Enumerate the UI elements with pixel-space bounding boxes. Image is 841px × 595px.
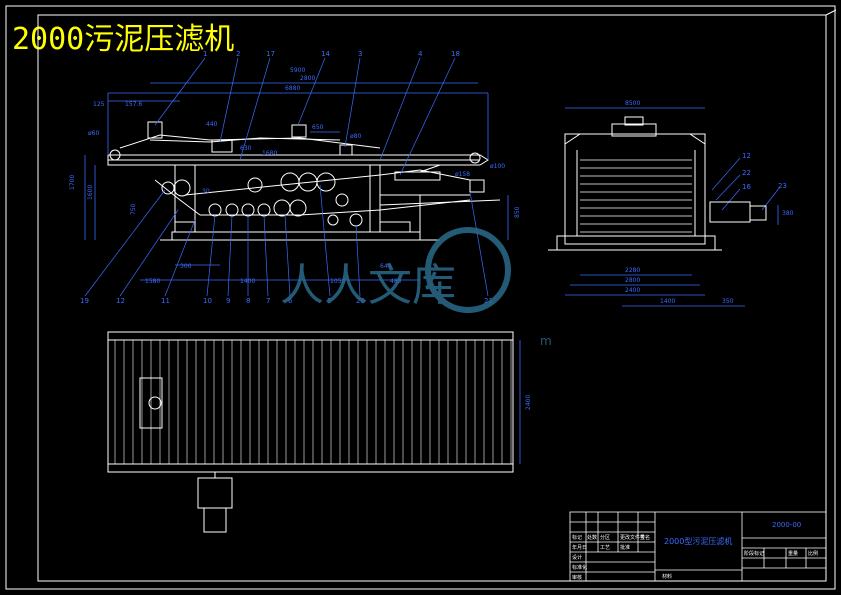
- front-dim-text: 6880 2800 5900 125 157.6 ø60 650 440 630…: [69, 67, 521, 285]
- svg-text:ø60: ø60: [88, 130, 99, 137]
- callout-numbers-top: 1 2 17 14 3 4 18: [203, 50, 460, 58]
- svg-text:8: 8: [246, 297, 250, 305]
- svg-text:4: 4: [418, 50, 423, 58]
- callout-leaders: [84, 57, 781, 297]
- drawing-title: 2000污泥压滤机: [12, 22, 235, 57]
- svg-text:7: 7: [266, 297, 270, 305]
- svg-text:2280: 2280: [625, 267, 640, 274]
- inner-border: [37, 14, 827, 582]
- svg-text:650: 650: [312, 124, 324, 131]
- svg-text:1700: 1700: [69, 175, 76, 190]
- plan-dim-text: 2400: [525, 395, 532, 410]
- svg-text:19: 19: [80, 297, 89, 305]
- svg-text:300: 300: [180, 263, 192, 270]
- svg-text:5: 5: [327, 297, 331, 305]
- svg-text:1050: 1050: [330, 278, 345, 285]
- svg-text:18: 18: [451, 50, 460, 58]
- front-elevation: [107, 121, 501, 241]
- side-view-dim-text: 8500 2280 2800 2400 350 1400 380: [625, 100, 794, 305]
- svg-text:6880: 6880: [285, 85, 300, 92]
- svg-text:630: 630: [240, 145, 252, 152]
- svg-text:人人文库: 人人文库: [280, 260, 456, 311]
- svg-text:比例: 比例: [808, 550, 818, 557]
- svg-text:10: 10: [203, 297, 212, 305]
- svg-text:1680: 1680: [262, 150, 277, 157]
- svg-text:1400: 1400: [660, 298, 675, 305]
- svg-text:350: 350: [722, 298, 734, 305]
- svg-text:重量: 重量: [788, 550, 798, 557]
- svg-text:8500: 8500: [625, 100, 640, 107]
- corner-mark: [825, 9, 837, 16]
- svg-text:签名: 签名: [640, 534, 650, 541]
- plan-view: [107, 331, 514, 533]
- svg-text:设计: 设计: [572, 554, 582, 561]
- svg-text:标准化: 标准化: [572, 564, 587, 571]
- svg-text:125: 125: [93, 101, 105, 108]
- svg-text:3: 3: [358, 50, 362, 58]
- svg-text:6: 6: [288, 297, 293, 305]
- svg-text:ø100: ø100: [490, 163, 505, 170]
- svg-text:2: 2: [236, 50, 240, 58]
- watermark: 人人文库 m: [280, 227, 552, 348]
- svg-text:9: 9: [226, 297, 230, 305]
- svg-text:5900: 5900: [290, 67, 305, 74]
- svg-text:年月日: 年月日: [572, 544, 587, 551]
- drawing-name: 2000型污泥压滤机: [664, 536, 732, 546]
- svg-text:工艺: 工艺: [600, 545, 610, 551]
- svg-text:1600: 1600: [87, 185, 94, 200]
- svg-text:11: 11: [161, 297, 170, 305]
- plan-view-slats: [114, 340, 512, 464]
- side-view: [548, 116, 767, 251]
- svg-text:22: 22: [742, 169, 751, 177]
- svg-text:16: 16: [742, 183, 751, 191]
- svg-text:2800: 2800: [625, 277, 640, 284]
- svg-text:批准: 批准: [620, 544, 630, 551]
- outer-border: [5, 5, 836, 590]
- svg-text:640: 640: [380, 263, 392, 270]
- svg-text:750: 750: [130, 203, 137, 215]
- svg-text:12: 12: [116, 297, 125, 305]
- svg-text:157.6: 157.6: [125, 101, 142, 108]
- svg-text:更改文件号: 更改文件号: [620, 534, 645, 541]
- drawing-number: 2000-00: [772, 521, 801, 529]
- svg-text:m: m: [540, 334, 552, 348]
- svg-text:20: 20: [356, 297, 365, 305]
- svg-text:12: 12: [742, 152, 751, 160]
- material-label: 材料: [662, 573, 672, 580]
- svg-text:30: 30: [202, 188, 210, 195]
- svg-text:分区: 分区: [600, 534, 610, 541]
- svg-text:380: 380: [782, 210, 794, 217]
- svg-text:17: 17: [266, 50, 275, 58]
- title-block: [569, 511, 827, 582]
- callout-numbers-side: 12 22 16 23: [742, 152, 787, 191]
- svg-text:2400: 2400: [625, 287, 640, 294]
- front-dimensions: [84, 82, 509, 281]
- side-view-dims: [565, 107, 779, 307]
- svg-text:2800: 2800: [300, 75, 315, 82]
- svg-text:阶段标记: 阶段标记: [744, 550, 764, 557]
- svg-text:480: 480: [390, 278, 402, 285]
- svg-text:处数: 处数: [587, 534, 597, 541]
- svg-text:23: 23: [778, 182, 787, 190]
- svg-text:标记: 标记: [572, 534, 582, 541]
- side-view-rollers: [580, 159, 692, 233]
- svg-text:14: 14: [321, 50, 330, 58]
- title-block-text: 2000-00 2000型污泥压滤机 材料 标记 处数 分区 更改文件号 签名 …: [572, 521, 818, 581]
- svg-text:1: 1: [203, 50, 207, 58]
- svg-text:ø80: ø80: [350, 133, 361, 140]
- svg-text:ø158: ø158: [455, 171, 470, 178]
- svg-text:审核: 审核: [572, 574, 582, 581]
- svg-text:850: 850: [514, 206, 521, 218]
- svg-text:440: 440: [206, 121, 218, 128]
- svg-text:1580: 1580: [145, 278, 160, 285]
